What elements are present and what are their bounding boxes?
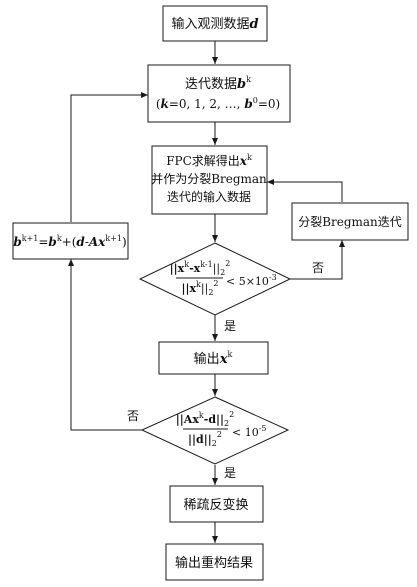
output-x-sup: k	[227, 350, 232, 359]
input-var: d	[249, 17, 258, 32]
node-output-x: 输出xk	[158, 341, 269, 375]
iterate-k: k	[161, 97, 169, 111]
svg-text:输入观测数据d: 输入观测数据d	[171, 16, 258, 32]
fpc-line2: 并作为分裂Bregman	[151, 172, 267, 186]
update-close: )	[122, 235, 127, 249]
arrow-cond2-no-to-update	[68, 259, 142, 431]
update-eq: =	[38, 235, 48, 249]
node-update-b: bk+1=bk+(d-Axk+1)	[12, 222, 129, 260]
update-minus: -	[85, 235, 89, 249]
svg-text:bk+1=bk+(d-Axk+1): bk+1=bk+(d-Axk+1)	[13, 234, 126, 249]
update-b2: b	[48, 235, 56, 249]
label-no-right: 否	[312, 261, 324, 275]
iterate-end: =0)	[258, 97, 280, 111]
label-yes-1: 是	[224, 319, 236, 333]
connectors	[68, 41, 345, 543]
svg-text:输出xk: 输出xk	[194, 350, 233, 367]
svg-text:(k=0, 1, 2, …, b0=0): (k=0, 1, 2, …, b0=0)	[156, 96, 280, 111]
iterate-range: =0, 1, 2, …,	[169, 97, 241, 111]
update-b: b	[13, 235, 21, 249]
cond2-numerator: ||Axk-d||22	[176, 410, 234, 428]
cond1-rhs: < 5×10-3	[226, 273, 277, 288]
sparse-label: 稀疏反变换	[183, 497, 248, 513]
iterate-b0-sup: 0	[253, 96, 258, 105]
output-x-var: x	[219, 352, 228, 367]
fpc-line3: 迭代的输入数据	[167, 189, 251, 204]
iterate-label: 迭代数据	[185, 77, 237, 92]
iterate-sup: k	[246, 75, 251, 84]
fpc-var: x	[239, 154, 248, 168]
node-split-bregman: 分裂Bregman迭代	[291, 202, 409, 241]
update-sup-k1: k+1	[22, 234, 39, 243]
node-output-result: 输出重构结果	[165, 543, 264, 581]
cond2-denominator: ||d||22	[188, 430, 222, 448]
cond1-denominator: ||xk||22	[181, 279, 218, 297]
arrow-split-to-fpc	[267, 179, 343, 202]
iterate-b0: b	[244, 97, 252, 111]
cond1-numerator: ||xk-xk-1||22	[170, 259, 231, 277]
node-input-observation: 输入观测数据d	[162, 5, 268, 42]
update-Ax: Ax	[88, 235, 106, 249]
node-fpc-solve: FPC求解得出xk 并作为分裂Bregman 迭代的输入数据	[151, 145, 268, 215]
fpc-sup: k	[247, 153, 252, 162]
svg-text:FPC求解得出xk: FPC求解得出xk	[166, 153, 252, 168]
split-bregman-label: 分裂Bregman迭代	[298, 215, 402, 229]
label-no-left: 否	[127, 409, 139, 423]
update-plus: +(	[62, 235, 77, 249]
update-sup-k: k	[57, 234, 62, 243]
update-sup-k1b: k+1	[105, 234, 122, 243]
result-label: 输出重构结果	[175, 555, 253, 571]
node-sparse-inverse: 稀疏反变换	[169, 485, 264, 523]
arrow-cond1-no-to-split	[290, 240, 345, 280]
svg-text:迭代数据bk: 迭代数据bk	[185, 75, 251, 92]
decision-residual: ||Axk-d||22 ||d||22 < 10-5	[140, 396, 290, 465]
update-d: d	[76, 235, 85, 249]
node-iterate-data: 迭代数据bk (k=0, 1, 2, …, b0=0)	[147, 64, 291, 123]
iterate-var: b	[237, 77, 246, 92]
label-yes-2: 是	[224, 466, 236, 480]
input-label: 输入观测数据	[171, 16, 249, 32]
cond2-rhs: < 10-5	[232, 424, 267, 439]
output-x-label: 输出	[194, 351, 220, 367]
fpc-line1: FPC求解得出	[166, 153, 240, 168]
decision-convergence-x: ||xk-xk-1||22 ||xk||22 < 5×10-3	[138, 242, 292, 316]
arrow-update-to-iterate	[70, 92, 148, 222]
